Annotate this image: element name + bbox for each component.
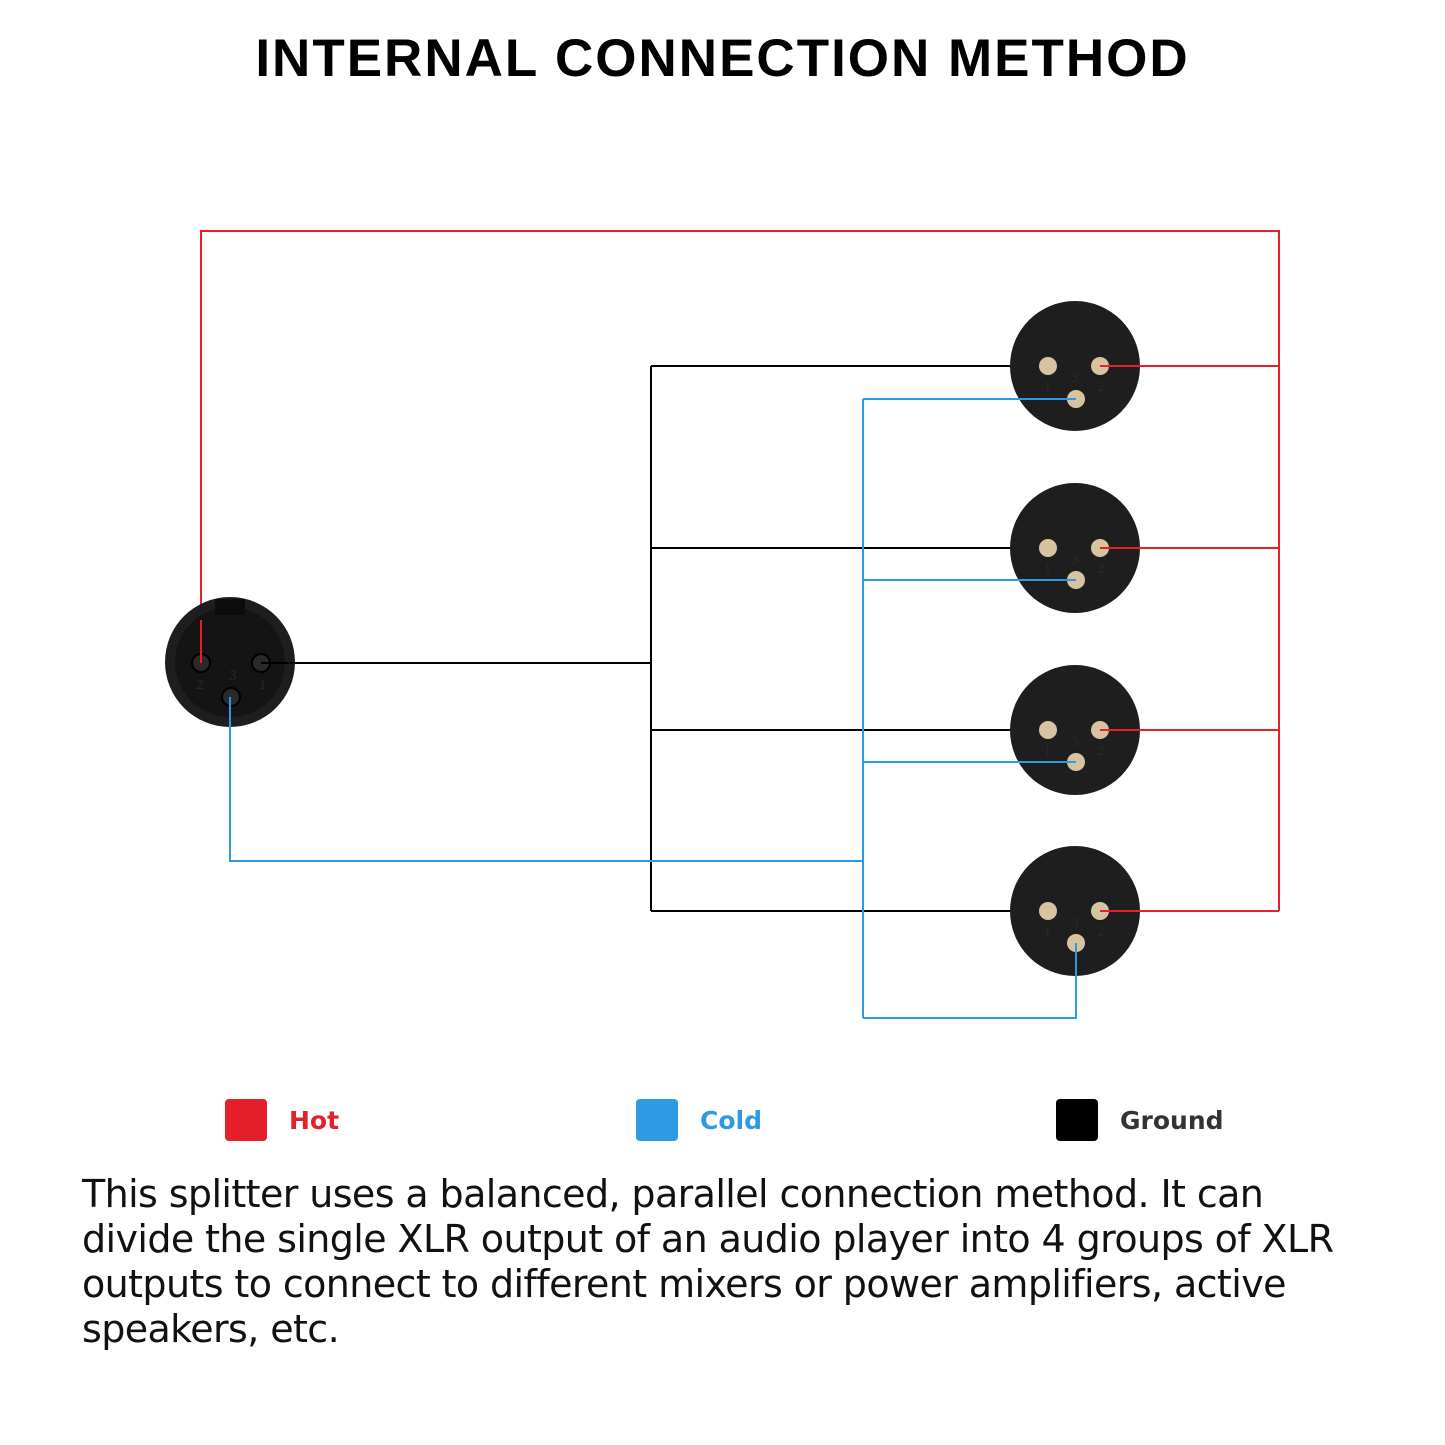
wire-terminal-stubs: [200, 365, 1140, 976]
output-pin-number: 3: [1071, 916, 1079, 930]
output-pin-number: 3: [1071, 553, 1079, 567]
cold-wire-main: [229, 697, 863, 862]
output-pin: [1039, 539, 1057, 557]
legend-swatch-ground: [1056, 1099, 1098, 1141]
ground-wires: [261, 365, 1048, 912]
output-pin-number: 2: [1097, 380, 1105, 394]
output-pin-number: 1: [1044, 925, 1052, 939]
output-pin-number: 2: [1097, 562, 1105, 576]
output-pin: [1039, 357, 1057, 375]
input-connector-latch-notch: [215, 599, 245, 615]
output-connector-body: [1010, 846, 1140, 976]
output-pin: [1039, 721, 1057, 739]
legend-label-ground: Ground: [1120, 1105, 1224, 1135]
output-pin-number: 3: [1071, 371, 1079, 385]
input-pin-number: 1: [259, 678, 267, 692]
legend-swatch-hot: [225, 1099, 267, 1141]
output-pin-number: 2: [1097, 744, 1105, 758]
input-pin-number: 3: [229, 669, 237, 683]
output-pin-number: 1: [1044, 744, 1052, 758]
input-pin-number: 2: [196, 678, 204, 692]
legend-item-cold: Cold: [636, 1098, 762, 1142]
output-xlr-connector: 1 3 2: [1010, 846, 1140, 976]
legend-label-hot: Hot: [289, 1105, 340, 1135]
output-pin-number: 1: [1044, 380, 1052, 394]
cold-wires: [229, 398, 1077, 1019]
legend-label-cold: Cold: [700, 1105, 762, 1135]
input-xlr-connector: 2 3 1: [165, 597, 295, 727]
output-pin: [1039, 902, 1057, 920]
output-pin-number: 3: [1071, 735, 1079, 749]
output-pin-number: 1: [1044, 562, 1052, 576]
legend-item-hot: Hot: [225, 1098, 339, 1142]
legend-swatch-cold: [636, 1099, 678, 1141]
input-connector-face: [175, 607, 285, 717]
legend-item-ground: Ground: [1056, 1098, 1224, 1142]
hot-wire-main: [200, 230, 1280, 911]
output-pin-number: 2: [1097, 925, 1105, 939]
description-text: This splitter uses a balanced, parallel …: [82, 1172, 1334, 1351]
page-title: INTERNAL CONNECTION METHOD: [255, 29, 1190, 88]
